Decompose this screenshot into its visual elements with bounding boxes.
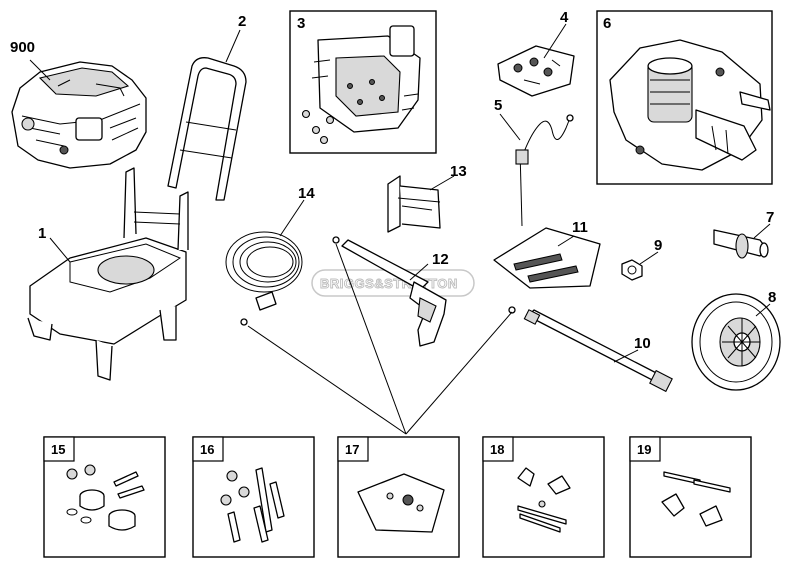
callout-8: 8 — [768, 289, 776, 306]
callout-3: 3 — [297, 15, 305, 32]
callout-14: 14 — [298, 185, 315, 202]
holder-bracket-part — [387, 175, 441, 233]
callout-13: 13 — [450, 163, 467, 180]
kit-19-box — [629, 436, 752, 558]
callout-2: 2 — [238, 13, 246, 30]
kit-17: 17 — [337, 436, 460, 558]
kit-19: 19 — [629, 436, 752, 558]
kit-15-box — [43, 436, 166, 558]
wheel-part — [691, 293, 781, 391]
nut-part — [621, 259, 643, 281]
watermark-text: BRIGGS&STRATTON — [320, 276, 458, 291]
frame-part — [27, 167, 189, 381]
kit-15-label: 15 — [51, 442, 65, 457]
callout-11: 11 — [572, 219, 588, 236]
kit-18-box — [482, 436, 605, 558]
chemical-hose-part — [515, 114, 574, 227]
kit-18-label: 18 — [490, 442, 504, 457]
part-6-box — [596, 10, 773, 185]
callout-12: 12 — [432, 251, 449, 268]
callout-7: 7 — [766, 209, 774, 226]
leader-lines — [29, 23, 771, 435]
callout-1: 1 — [38, 225, 46, 242]
handle-part — [167, 57, 247, 201]
nozzle-bag-part — [493, 227, 601, 289]
kit-18: 18 — [482, 436, 605, 558]
engine-part — [11, 61, 147, 169]
callout-900: 900 — [10, 39, 35, 56]
axle-part — [713, 229, 769, 259]
kit-16: 16 — [192, 436, 315, 558]
kit-15: 15 — [43, 436, 166, 558]
spray-gun-part — [332, 236, 447, 347]
part-3-box — [289, 10, 437, 154]
callout-labels: 900 1 2 3 4 5 6 7 8 9 10 11 12 13 14 — [10, 9, 776, 352]
callout-5: 5 — [494, 97, 502, 114]
callout-9: 9 — [654, 237, 662, 254]
callout-6: 6 — [603, 15, 611, 32]
pump-part — [609, 39, 771, 171]
kit-17-box — [337, 436, 460, 558]
hardware-bag-part — [497, 45, 575, 97]
hose-part — [225, 231, 303, 326]
callout-10: 10 — [634, 335, 651, 352]
kit-16-label: 16 — [200, 442, 214, 457]
callout-4: 4 — [560, 9, 569, 26]
kit-17-label: 17 — [345, 442, 359, 457]
kit-19-label: 19 — [637, 442, 651, 457]
kit-16-box — [192, 436, 315, 558]
control-panel-part — [301, 25, 421, 145]
